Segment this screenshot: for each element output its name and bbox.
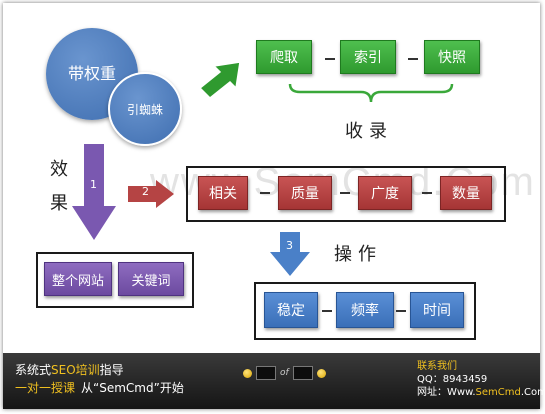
weight-circle-label: 带权重 (67, 64, 116, 83)
footer-line1-suffix: 指导 (99, 363, 124, 377)
step-3-number: 3 (286, 239, 293, 252)
site-highlight: SemCmd (475, 387, 521, 398)
contact-site[interactable]: 网址：Www.SemCmd.Com (417, 383, 545, 398)
total-page-box (292, 366, 313, 380)
operation-group-outline (254, 282, 476, 340)
site-prefix: 网址：Www. (417, 387, 476, 398)
step-1-number: 1 (90, 178, 97, 191)
keywords-box: 关键词 (118, 262, 184, 296)
site-suffix: .Com (520, 387, 545, 398)
purple-down-arrow-icon (72, 144, 116, 240)
next-page-icon[interactable] (316, 368, 326, 378)
dash (260, 192, 270, 194)
frequency-box: 频率 (336, 292, 394, 328)
whole-site-box: 整个网站 (44, 262, 112, 296)
dash (396, 310, 406, 312)
footer-line1-highlight: SEO培训 (51, 363, 100, 377)
spider-circle: 引蜘蛛 (108, 72, 182, 146)
brace-icon (288, 83, 454, 103)
crawl-box: 爬取 (256, 40, 312, 74)
footer-line2-rest: 从“SemCmd”开始 (81, 381, 184, 395)
dash (325, 58, 335, 60)
index-box: 索引 (340, 40, 396, 74)
quantity-box: 数量 (440, 176, 492, 210)
effect-label-2: 果 (50, 193, 68, 214)
dash (340, 192, 350, 194)
green-arrow-icon (198, 61, 241, 98)
snapshot-box: 快照 (424, 40, 480, 74)
current-page-box (256, 366, 276, 380)
pager-of-label: of (280, 368, 289, 378)
blue-down-arrow-icon (270, 232, 310, 276)
operation-label: 操作 (334, 244, 382, 265)
breadth-box: 广度 (358, 176, 412, 210)
prev-page-icon[interactable] (243, 368, 252, 378)
contact-title: 联系我们 (417, 361, 457, 372)
step-2-number: 2 (142, 185, 149, 198)
effect-label-1: 效 (50, 159, 68, 180)
spider-circle-label: 引蜘蛛 (126, 102, 163, 117)
footer-line1-prefix: 系统式 (15, 363, 52, 377)
dash (408, 58, 418, 60)
quality-box: 质量 (278, 176, 332, 210)
relevance-box: 相关 (198, 176, 248, 210)
red-right-arrow-icon (128, 180, 174, 208)
footer-bar: 系统式SEO培训指导 一对一授课从“SemCmd”开始 of 联系我们 QQ：8… (3, 353, 545, 409)
contact-qq: QQ：8943459 (417, 374, 488, 385)
pager: of (243, 366, 326, 380)
dash (422, 192, 432, 194)
indexing-label: 收录 (345, 121, 393, 142)
scope-group-outline (36, 252, 194, 308)
time-box: 时间 (410, 292, 464, 328)
stability-box: 稳定 (264, 292, 318, 328)
dash (322, 310, 332, 312)
footer-line-1: 系统式SEO培训指导 (15, 361, 124, 378)
footer-line2-highlight: 一对一授课 (15, 381, 76, 395)
quality-group-outline (186, 166, 506, 222)
footer-line-2: 一对一授课从“SemCmd”开始 (15, 379, 184, 396)
